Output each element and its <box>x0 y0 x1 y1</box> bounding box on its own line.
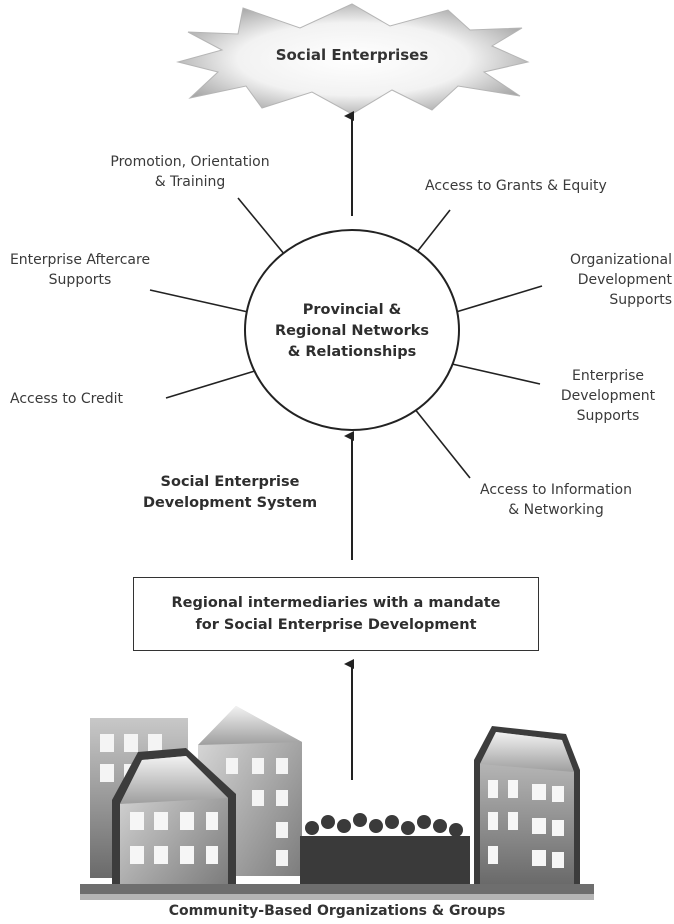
spoke-line-information <box>405 397 471 479</box>
social-enterprises-label: Social Enterprises <box>275 46 429 64</box>
spoke-label-enterprise-dev: Enterprise Development Supports <box>560 368 656 424</box>
spoke-line-credit <box>165 369 259 399</box>
spoke-label-organizational: Organizational Development Supports <box>570 252 672 308</box>
spoke-label-credit: Access to Credit <box>10 391 123 407</box>
spoke-label-grants: Access to Grants & Equity <box>425 178 607 194</box>
community-buildings-illustration <box>80 706 594 900</box>
intermediaries-label: Regional intermediaries with a mandate f… <box>171 595 501 633</box>
social-enterprises-burst <box>176 3 530 115</box>
intermediaries-box: Regional intermediaries with a mandate f… <box>133 577 539 651</box>
spoke-line-aftercare <box>149 289 249 313</box>
spoke-line-organizational <box>455 285 543 313</box>
system-label: Social Enterprise Development System <box>142 474 318 511</box>
spoke-label-promotion: Promotion, Orientation & Training <box>110 154 270 190</box>
hub-label: Provincial & Regional Networks & Relatio… <box>274 302 430 360</box>
spoke-label-information: Access to Information & Networking <box>480 482 632 518</box>
hub-ellipse <box>244 229 460 431</box>
community-label: Community-Based Organizations & Groups <box>168 903 506 919</box>
spoke-label-aftercare: Enterprise Aftercare Supports <box>9 252 151 288</box>
spoke-line-enterprise-dev <box>451 363 541 385</box>
